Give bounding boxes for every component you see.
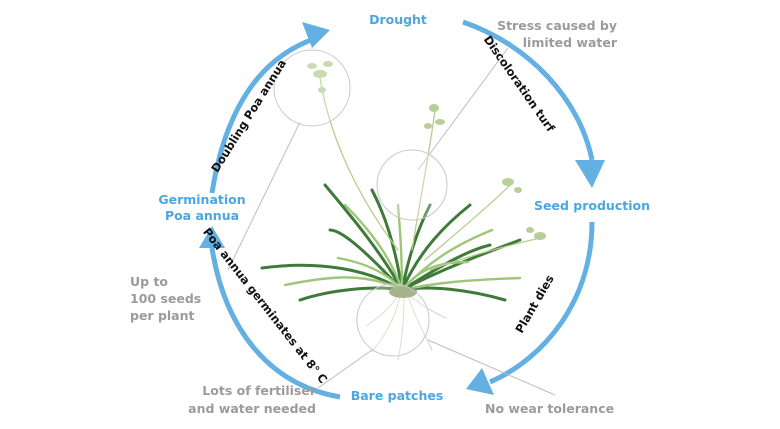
- zoom-circle-leaves: [376, 149, 448, 221]
- stage-germination-line1: Germination: [158, 192, 245, 207]
- note-fertiliser-line2: and water needed: [188, 401, 316, 416]
- note-labels: Stress caused by limited water Up to 100…: [130, 18, 618, 416]
- cycle-arrows: [199, 19, 605, 400]
- transition-doubling-poa-annua: Doubling Poa annua: [208, 57, 289, 175]
- zoom-circle-inflorescence: [273, 49, 351, 127]
- arc-germination-to-drought: [209, 34, 321, 194]
- transition-plant-dies: Plant dies: [512, 272, 557, 335]
- note-seeds-line3: per plant: [130, 308, 195, 323]
- leader-lines: [227, 47, 556, 396]
- arrowhead-germination-icon: [199, 226, 225, 248]
- arrowhead-drought-icon: [302, 22, 330, 48]
- arc-seed-production-to-bare-patches: [488, 221, 595, 385]
- zoom-circle-roots: [356, 283, 430, 357]
- poa-annua-plant-illustration: [260, 61, 546, 361]
- stage-labels: Drought Seed production Bare patches Ger…: [158, 12, 650, 403]
- note-seeds-line2: 100 seeds: [130, 291, 201, 306]
- arc-bare-patches-to-germination: [209, 247, 341, 400]
- note-stress-line1: Stress caused by: [497, 18, 617, 33]
- stage-seed-production: Seed production: [534, 198, 650, 213]
- arrowhead-bare-patches-icon: [466, 368, 494, 395]
- stage-drought: Drought: [369, 12, 427, 27]
- note-seeds-line1: Up to: [130, 274, 168, 289]
- note-wear-tolerance: No wear tolerance: [485, 401, 614, 416]
- stage-bare-patches: Bare patches: [351, 388, 444, 403]
- stage-germination-line2: Poa annua: [165, 208, 239, 223]
- zoom-circles: [273, 49, 448, 357]
- note-stress-line2: limited water: [523, 35, 618, 50]
- arc-drought-to-seed-production: [462, 19, 595, 161]
- arrowhead-seed-production-icon: [575, 160, 605, 188]
- note-fertiliser-line1: Lots of fertiliser: [202, 383, 317, 398]
